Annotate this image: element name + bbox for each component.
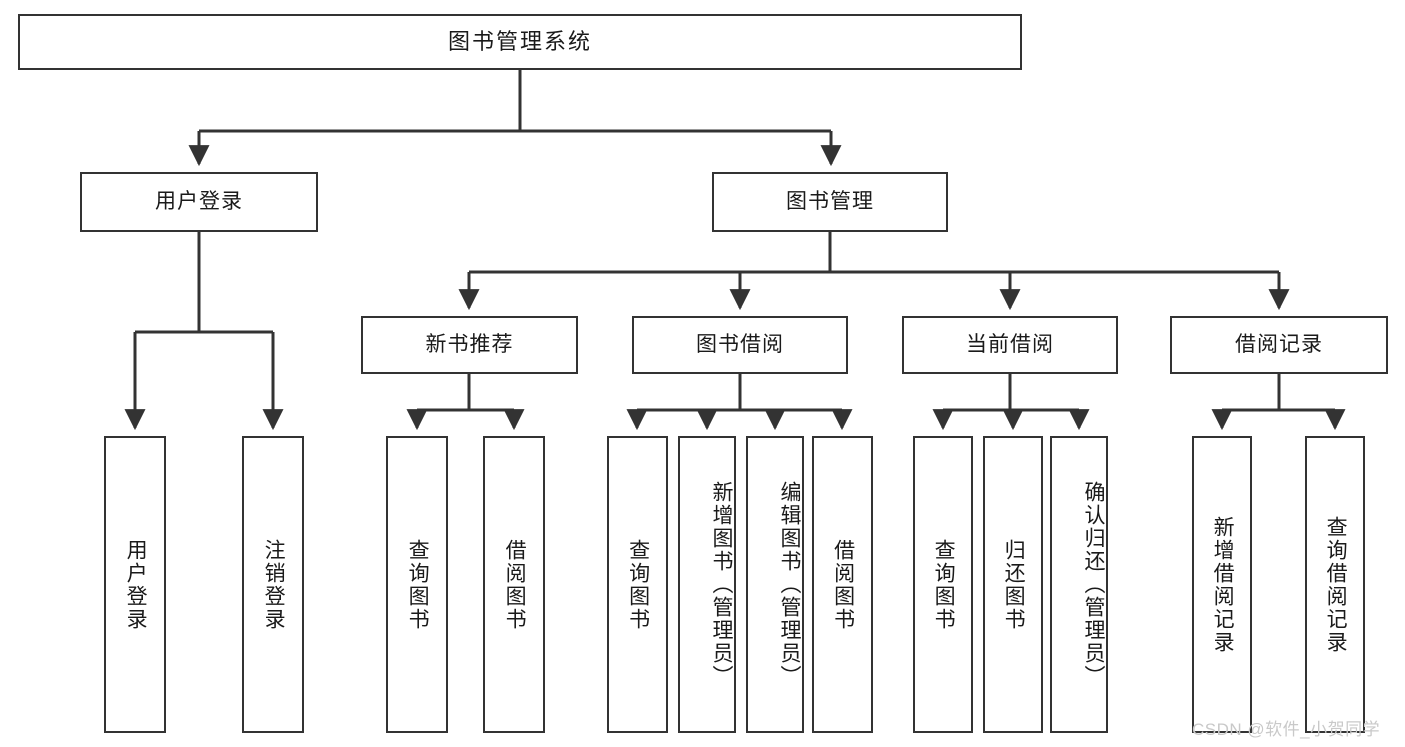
- node-label: 查询图书: [406, 538, 430, 631]
- node-leaf-query-borrow-record[interactable]: 查询借阅记录: [1305, 436, 1365, 733]
- edge-current-to-leaves: [932, 374, 1090, 431]
- edge-borrow-to-leaves: [626, 374, 853, 431]
- node-label: 新增借阅记录: [1211, 515, 1235, 654]
- edge-root-to-level2: [188, 70, 842, 167]
- node-label: 借阅记录: [1235, 333, 1323, 357]
- node-leaf-add-borrow-record[interactable]: 新增借阅记录: [1192, 436, 1252, 733]
- edge-record-to-leaves: [1211, 374, 1346, 431]
- node-label: 用户登录: [155, 190, 243, 214]
- node-current-borrow[interactable]: 当前借阅: [902, 316, 1118, 374]
- node-book-management[interactable]: 图书管理: [712, 172, 948, 232]
- node-label: 新书推荐: [425, 333, 514, 357]
- node-leaf-query-book-current[interactable]: 查询图书: [913, 436, 973, 733]
- node-leaf-add-book-admin[interactable]: 新增图书（管理员）: [678, 436, 736, 733]
- node-label: 图书管理系统: [447, 28, 592, 54]
- csdn-watermark: CSDN @软件_小贺同学: [1192, 720, 1381, 739]
- node-label: 编辑图书（管理员）: [778, 481, 801, 688]
- node-root-system[interactable]: 图书管理系统: [18, 14, 1022, 70]
- node-label: 查询图书: [626, 538, 650, 631]
- node-label: 新增图书（管理员）: [710, 481, 733, 688]
- node-label: 查询图书: [932, 538, 956, 631]
- node-label: 注销登录: [262, 538, 286, 631]
- node-new-book-recommend[interactable]: 新书推荐: [361, 316, 578, 374]
- node-label: 图书管理: [786, 190, 874, 214]
- node-leaf-user-login[interactable]: 用户登录: [104, 436, 166, 733]
- node-leaf-query-book-recommend[interactable]: 查询图书: [386, 436, 448, 733]
- node-leaf-logout[interactable]: 注销登录: [242, 436, 304, 733]
- node-label: 当前借阅: [966, 333, 1054, 357]
- node-leaf-confirm-return-admin[interactable]: 确认归还（管理员）: [1050, 436, 1108, 733]
- edge-bookmgmt-to-level3: [458, 232, 1290, 311]
- node-book-borrow[interactable]: 图书借阅: [632, 316, 848, 374]
- node-leaf-query-book-borrow[interactable]: 查询图书: [607, 436, 668, 733]
- node-borrow-record[interactable]: 借阅记录: [1170, 316, 1388, 374]
- node-label: 确认归还（管理员）: [1082, 481, 1105, 688]
- node-leaf-edit-book-admin[interactable]: 编辑图书（管理员）: [746, 436, 804, 733]
- node-label: 图书借阅: [696, 333, 784, 357]
- node-label: 查询借阅记录: [1324, 515, 1348, 654]
- node-label: 用户登录: [124, 538, 148, 631]
- node-label: 归还图书: [1002, 538, 1026, 631]
- node-label: 借阅图书: [503, 538, 527, 631]
- node-leaf-borrow-book-recommend[interactable]: 借阅图书: [483, 436, 545, 733]
- node-leaf-borrow-book[interactable]: 借阅图书: [812, 436, 873, 733]
- node-leaf-return-book[interactable]: 归还图书: [983, 436, 1043, 733]
- edge-recommend-to-leaves: [406, 374, 525, 431]
- edge-userlogin-to-leaves: [124, 232, 284, 431]
- node-user-login[interactable]: 用户登录: [80, 172, 318, 232]
- node-label: 借阅图书: [831, 538, 855, 631]
